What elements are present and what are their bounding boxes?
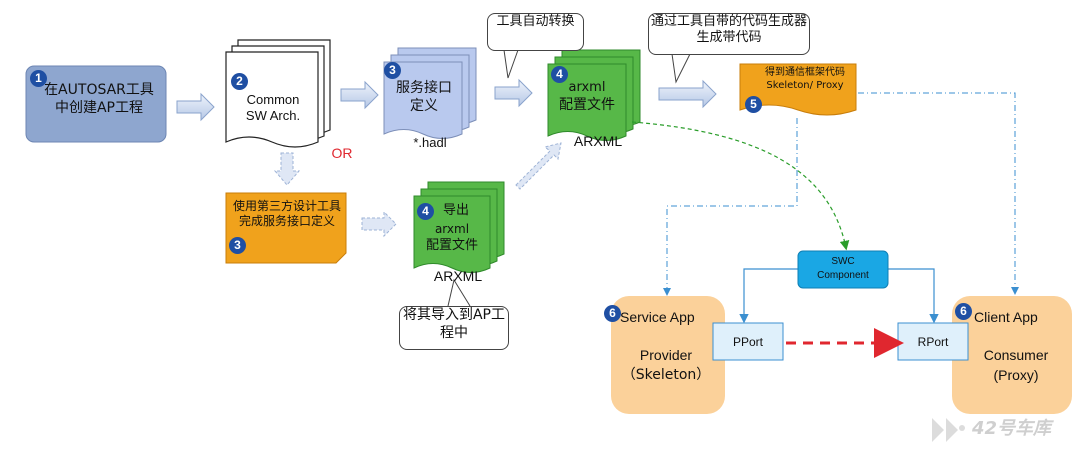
step1-text: 在AUTOSAR工具中创建AP工程 [44, 82, 154, 116]
step4-top-file-label: ARXML [573, 133, 623, 149]
service-app-badge: 6 [604, 305, 621, 322]
swc-port-connectors [739, 268, 939, 324]
step4-top-document [547, 49, 641, 141]
skeleton-proxy-lines [663, 92, 1019, 296]
codegen-callout: 通过工具自带的代码生成器生成带代码 [648, 13, 810, 55]
swc-component-box [797, 250, 889, 289]
step4-bottom-line2: 配置文件 [425, 238, 478, 253]
flow-arrows [176, 78, 717, 122]
step4-top-line2: 配置文件 [559, 97, 615, 113]
step1-badge: 1 [30, 70, 47, 87]
step4-bottom-badge: 4 [417, 203, 434, 220]
service-app-role: Provider [639, 347, 693, 363]
swc-line1: SWC [831, 256, 855, 267]
hadl-label: *.hadl [413, 135, 447, 150]
step4-bottom-line0: 导出 [442, 203, 469, 218]
import-text: 将其导入到AP工程中 [402, 307, 506, 341]
step3-third-party-box [225, 192, 347, 264]
swc-line2: Component [817, 270, 869, 281]
rport-label: RPort [917, 335, 949, 349]
client-app-role-sub: (Proxy) [993, 367, 1039, 383]
step2-text: Common SW Arch. [245, 92, 301, 124]
service-app-role-sub: （Skeleton） [621, 367, 711, 383]
client-app-box [952, 296, 1072, 414]
import-callout: 将其导入到AP工程中 [399, 306, 509, 350]
service-app-title: Service App [620, 309, 695, 325]
watermark-logo [932, 418, 965, 442]
pport-box [712, 322, 784, 361]
callout-pointers [447, 49, 691, 307]
step4-top-line1: arxml [568, 80, 606, 95]
codegen-text: 通过工具自带的代码生成器生成带代码 [650, 14, 807, 46]
client-app-role: Consumer [983, 347, 1049, 363]
step3-top-badge: 3 [384, 62, 401, 79]
step4-bottom-line1: arxml [434, 222, 470, 236]
service-app-box [611, 296, 725, 414]
watermark-text: 42号车库 [972, 418, 1052, 439]
step3-bottom-text: 使用第三方设计工具完成服务接口定义 [232, 199, 341, 228]
tool-convert-text: 工具自动转换 [496, 14, 575, 29]
pport-label: PPort [732, 335, 763, 349]
or-label: OR [331, 145, 353, 161]
arxml-to-swc-line [631, 121, 850, 251]
step3-top-text: 服务接口定义 [396, 80, 452, 114]
step5-badge: 5 [745, 96, 762, 113]
step5-text: 得到通信框架代码Skeleton/ Proxy [765, 67, 845, 91]
step4-bottom-file-label: ARXML [433, 268, 483, 284]
step3-bottom-badge: 3 [229, 237, 246, 254]
step3-document [383, 47, 477, 139]
step2-document [225, 39, 331, 148]
dashed-flow-arrows [273, 142, 562, 238]
step1-box [25, 65, 167, 143]
client-app-title: Client App [974, 309, 1038, 325]
step4-top-badge: 4 [551, 66, 568, 83]
rport-box [897, 322, 969, 361]
client-app-badge: 6 [955, 303, 972, 320]
tool-convert-callout: 工具自动转换 [487, 13, 584, 51]
step2-badge: 2 [231, 73, 248, 90]
